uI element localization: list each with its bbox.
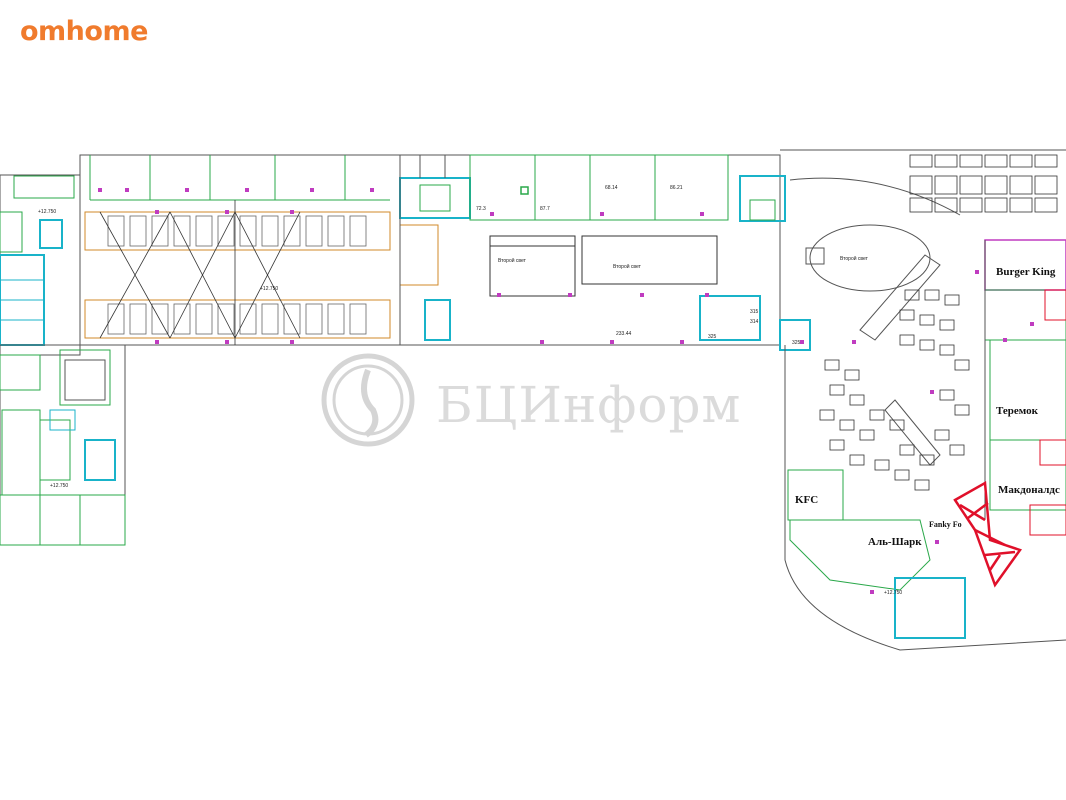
void-label-3: Второй свет (840, 255, 869, 262)
room-area-2: 86.21 (670, 185, 683, 191)
plan-labels: Burger King Теремок Макдоналдс KFC Аль-Ш… (38, 185, 1060, 596)
level-mark-2: +12.750 (260, 286, 278, 292)
left-wing (0, 174, 126, 546)
unit-number-3: 315 (750, 309, 759, 315)
tenant-teremok: Теремок (996, 405, 1039, 417)
room-area-4: 72.3 (476, 206, 486, 212)
level-mark-1: +12.750 (38, 209, 56, 215)
parking-block (79, 154, 401, 346)
unit-number-4: 314 (750, 319, 759, 325)
tenant-al-sharq: Аль-Шарк (868, 536, 922, 548)
unit-number-2: 325 (792, 340, 801, 346)
level-mark-3: +12.750 (50, 483, 68, 489)
room-area-5: 233.44 (616, 331, 632, 337)
unit-number-1: 325 (708, 334, 717, 340)
void-label-2: Второй свет (613, 263, 642, 270)
center-cores (399, 155, 471, 341)
room-area-3: 87.7 (540, 206, 550, 212)
central-retail-block (399, 154, 811, 351)
tenant-fanky: Fanky Fo (929, 520, 962, 529)
food-court (780, 149, 1066, 651)
highlighted-unit (953, 480, 1023, 588)
tenant-kfc: KFC (795, 494, 818, 506)
void-label-1: Второй свет (498, 257, 527, 264)
level-mark-4: +12.750 (884, 590, 902, 596)
tenant-burger-king: Burger King (996, 266, 1056, 278)
tenant-mcdonalds: Макдоналдс (998, 484, 1060, 496)
room-area-1: 68.14 (605, 185, 618, 191)
omhome-logo: omhome (20, 16, 148, 47)
